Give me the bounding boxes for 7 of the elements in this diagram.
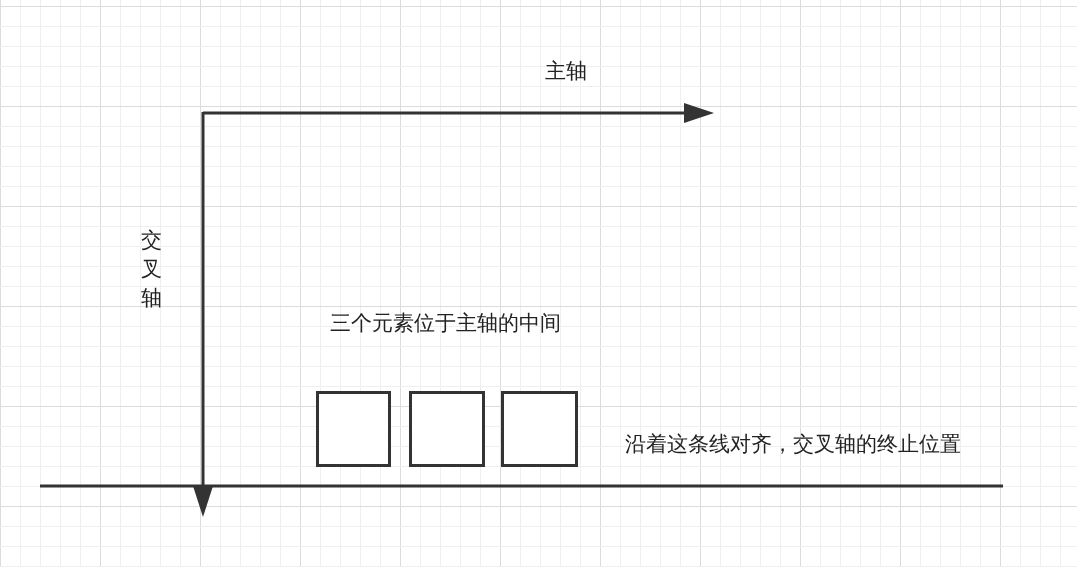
axis-label: 交叉轴 [141,227,163,312]
item-box [409,391,485,467]
item-box [316,391,391,467]
item-box [501,391,578,467]
note-text: 沿着这条线对齐，交叉轴的终止位置 [625,431,961,457]
axis-label: 主轴 [545,58,587,84]
note-text: 三个元素位于主轴的中间 [330,310,561,336]
